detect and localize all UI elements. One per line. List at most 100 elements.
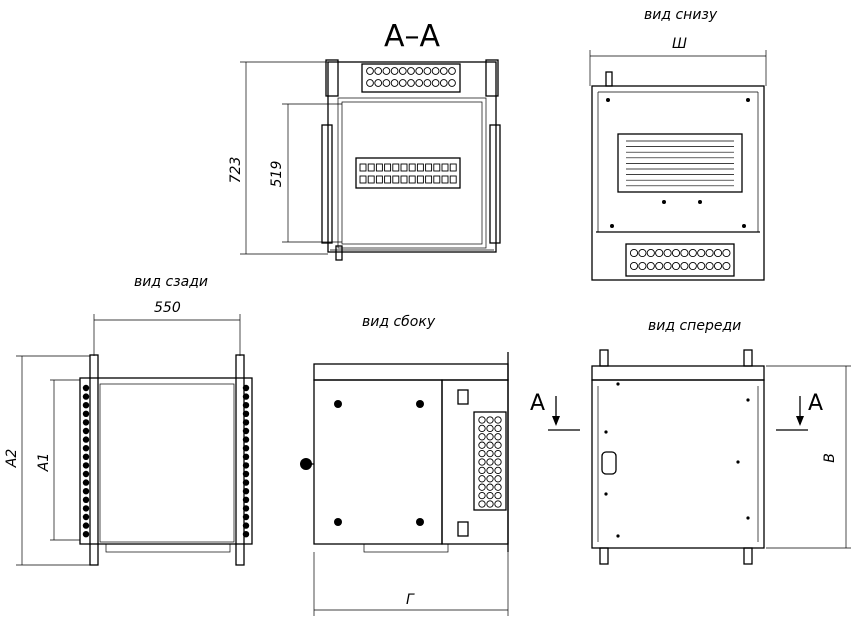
cable-hole [697, 248, 706, 258]
front-view-body [591, 379, 765, 549]
cable-hole [494, 483, 502, 491]
cable-hole [629, 261, 639, 271]
cable-hole [478, 500, 486, 508]
cable-hole [439, 67, 448, 75]
dim-width: Ш [672, 36, 687, 52]
section-outer-frame [327, 61, 497, 253]
cable-hole [382, 79, 391, 87]
cable-hole [494, 491, 502, 500]
cable-hole [374, 79, 383, 87]
section-a-a-view: А–А 723 519 [228, 19, 501, 261]
cable-hole [478, 475, 486, 483]
ventilation-grille [617, 133, 743, 193]
cable-hole [486, 441, 494, 449]
front-lock-icon [601, 451, 617, 475]
cable-hole [638, 248, 647, 258]
side-view-title: вид сбоку [362, 314, 436, 330]
bottom-view-title: вид снизу [644, 7, 718, 23]
cable-hole [478, 424, 486, 433]
section-mark-left: А [530, 391, 545, 416]
cable-hole [486, 424, 494, 433]
cable-hole [494, 424, 502, 433]
cable-hole [382, 67, 391, 75]
cable-hole [494, 466, 502, 475]
cable-hole [697, 261, 706, 271]
cable-hole [671, 248, 681, 258]
cable-hole [646, 261, 655, 271]
cable-hole [407, 79, 415, 87]
cable-hole [448, 79, 456, 87]
cable-hole [494, 433, 502, 441]
cable-hole [663, 261, 672, 271]
cable-hole [486, 449, 494, 458]
side-view: вид сбоку Г [300, 314, 509, 616]
cable-hole [494, 475, 502, 483]
cable-hole [415, 67, 424, 75]
cable-hole [478, 483, 486, 491]
cable-hole [722, 261, 731, 271]
cable-hole [671, 261, 681, 271]
section-title: А–А [384, 19, 441, 54]
cable-hole [646, 248, 655, 258]
cable-hole [655, 261, 664, 271]
dim-519: 519 [269, 161, 285, 188]
cable-hole [705, 248, 714, 258]
cable-hole [366, 67, 374, 75]
cable-hole [366, 79, 374, 87]
cable-hole [478, 466, 486, 475]
cable-hole [713, 261, 723, 271]
cable-hole [494, 441, 502, 449]
cable-hole [486, 500, 494, 508]
cable-hole [478, 458, 486, 466]
front-view: вид спереди В А А [530, 318, 851, 565]
cable-hole [494, 416, 502, 424]
cable-hole [722, 248, 731, 258]
side-connector-plate [473, 411, 507, 511]
bottom-view: вид снизу Ш [589, 7, 767, 281]
section-mark-right: А [808, 391, 823, 416]
section-top-connector-plate [361, 63, 461, 93]
dim-a2: А2 [4, 449, 20, 469]
cable-hole [486, 458, 494, 466]
cable-hole [398, 67, 407, 75]
dim-g: Г [406, 592, 415, 608]
cable-hole [486, 416, 494, 424]
cable-hole [390, 67, 399, 75]
cable-hole [478, 416, 486, 424]
cable-hole [688, 261, 697, 271]
cable-hole [407, 67, 415, 75]
cable-hole [638, 261, 647, 271]
cable-hole [494, 449, 502, 458]
cable-hole [486, 433, 494, 441]
cable-hole [486, 475, 494, 483]
cable-hole [688, 248, 697, 258]
dim-550: 550 [154, 300, 181, 316]
bottom-connector-plate [625, 243, 735, 277]
cable-hole [494, 500, 502, 508]
dim-a1: А1 [36, 453, 52, 472]
cable-hole [374, 67, 383, 75]
back-view-body [79, 377, 253, 545]
bottom-view-body [591, 85, 765, 281]
cable-hole [655, 248, 664, 258]
dim-b: В [822, 453, 838, 463]
cable-hole [629, 248, 639, 258]
cable-hole [486, 483, 494, 491]
cable-hole [478, 441, 486, 449]
cable-hole [398, 79, 407, 87]
cable-hole [431, 79, 440, 87]
cable-hole [713, 248, 723, 258]
cable-hole [423, 67, 432, 75]
back-view: вид сзади 550 А2 А1 [4, 274, 253, 566]
back-view-title: вид сзади [134, 274, 208, 290]
cable-hole [448, 67, 456, 75]
cable-hole [494, 458, 502, 466]
cable-hole [663, 248, 672, 258]
section-mid-connector-plate [355, 157, 461, 189]
cable-hole [680, 248, 689, 258]
cable-hole [478, 433, 486, 441]
dim-723: 723 [228, 157, 244, 184]
cable-hole [478, 491, 486, 500]
cable-hole [680, 261, 689, 271]
